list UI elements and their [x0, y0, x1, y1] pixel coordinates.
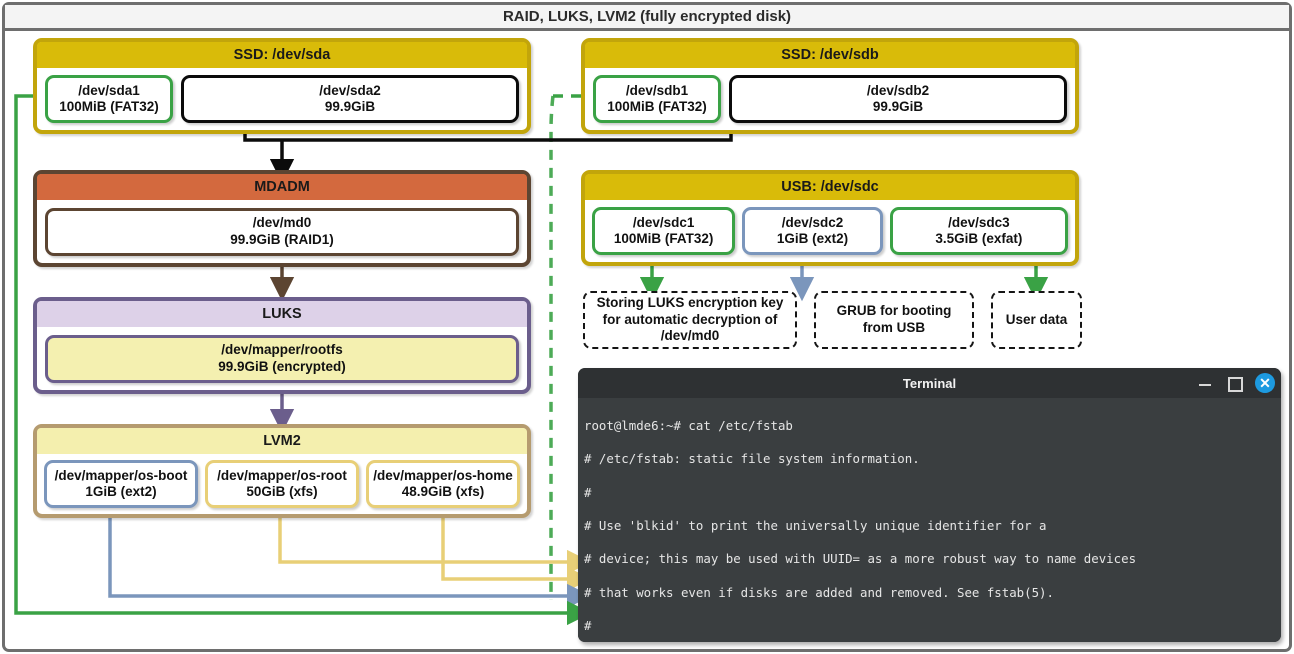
partition-sda1-name: /dev/sda1: [78, 82, 140, 98]
volume-os-home-detail: 48.9GiB (xfs): [401, 484, 485, 499]
terminal-line: #: [584, 618, 592, 634]
partition-sda1[interactable]: /dev/sda1 100MiB (FAT32): [45, 75, 173, 123]
volume-os-boot-name: /dev/mapper/os-boot: [54, 467, 188, 483]
volume-rootfs[interactable]: /dev/mapper/rootfs 99.9GiB (encrypted): [45, 334, 519, 383]
partition-sdc1-detail: 100MiB (FAT32): [613, 231, 714, 246]
terminal-line: #: [584, 484, 592, 500]
disk-title-sdc: USB: /dev/sdc: [585, 174, 1075, 200]
terminal-line: # /etc/fstab: static file system informa…: [584, 451, 920, 467]
minimize-icon[interactable]: [1197, 375, 1213, 391]
volume-md0-detail: 99.9GiB (RAID1): [230, 231, 334, 247]
lvm-panel: LVM2 /dev/mapper/os-boot 1GiB (ext2) /de…: [33, 424, 531, 518]
terminal-line: root@lmde6:~# cat /etc/fstab: [584, 417, 793, 433]
terminal-output[interactable]: root@lmde6:~# cat /etc/fstab # /etc/fsta…: [578, 398, 1281, 642]
note-luks-key: Storing LUKS encryption key for automati…: [583, 291, 797, 349]
partition-sdc3-detail: 3.5GiB (exfat): [935, 231, 1023, 246]
partition-sdb1-detail: 100MiB (FAT32): [607, 99, 707, 114]
partition-sdc1-name: /dev/sdc1: [632, 214, 695, 230]
luks-title: LUKS: [37, 301, 527, 327]
terminal-title: Terminal: [902, 375, 957, 391]
partition-sdc2[interactable]: /dev/sdc2 1GiB (ext2): [742, 207, 883, 255]
lvm-body: /dev/mapper/os-boot 1GiB (ext2) /dev/map…: [37, 454, 527, 514]
volume-rootfs-name: /dev/mapper/rootfs: [221, 342, 343, 358]
note-grub-text: GRUB for booting from USB: [836, 303, 952, 335]
partition-sda1-detail: 100MiB (FAT32): [59, 99, 159, 114]
page-title-text: RAID, LUKS, LVM2 (fully encrypted disk): [502, 8, 792, 25]
volume-rootfs-detail: 99.9GiB (encrypted): [218, 358, 346, 374]
partition-sdc2-detail: 1GiB (ext2): [776, 231, 849, 246]
partition-sda2-detail: 99.9GiB: [324, 99, 376, 114]
partition-sdb1[interactable]: /dev/sdb1 100MiB (FAT32): [593, 75, 721, 123]
partition-sdb2-name: /dev/sdb2: [866, 82, 930, 98]
partition-sda2[interactable]: /dev/sda2 99.9GiB: [181, 75, 519, 123]
note-user-data: User data: [991, 291, 1082, 349]
volume-os-root-name: /dev/mapper/os-root: [217, 467, 347, 483]
terminal-line: # device; this may be used with UUID= as…: [584, 551, 1137, 567]
disk-body-sdb: /dev/sdb1 100MiB (FAT32) /dev/sdb2 99.9G…: [585, 68, 1075, 130]
terminal-window-controls: ✕: [1197, 368, 1275, 398]
lvm-title: LVM2: [37, 428, 527, 454]
volume-os-root-detail: 50GiB (xfs): [246, 484, 318, 499]
luks-body: /dev/mapper/rootfs 99.9GiB (encrypted): [37, 327, 527, 390]
mdadm-panel: MDADM /dev/md0 99.9GiB (RAID1): [33, 170, 531, 267]
disk-body-sdc: /dev/sdc1 100MiB (FAT32) /dev/sdc2 1GiB …: [585, 200, 1075, 262]
terminal-line: # Use 'blkid' to print the universally u…: [584, 517, 1047, 533]
partition-sdc2-name: /dev/sdc2: [781, 214, 844, 230]
partition-sdb1-name: /dev/sdb1: [625, 82, 689, 98]
volume-md0-name: /dev/md0: [252, 215, 312, 231]
volume-os-boot[interactable]: /dev/mapper/os-boot 1GiB (ext2): [44, 460, 198, 508]
volume-os-root[interactable]: /dev/mapper/os-root 50GiB (xfs): [205, 460, 359, 508]
mdadm-body: /dev/md0 99.9GiB (RAID1): [37, 200, 527, 263]
luks-panel: LUKS /dev/mapper/rootfs 99.9GiB (encrypt…: [33, 297, 531, 394]
maximize-icon[interactable]: [1226, 375, 1243, 392]
volume-md0[interactable]: /dev/md0 99.9GiB (RAID1): [45, 207, 519, 256]
disk-panel-sdb: SSD: /dev/sdb /dev/sdb1 100MiB (FAT32) /…: [581, 38, 1079, 134]
note-user-data-text: User data: [1005, 311, 1068, 327]
disk-panel-sda: SSD: /dev/sda /dev/sda1 100MiB (FAT32) /…: [33, 38, 531, 134]
partition-sdc3-name: /dev/sdc3: [948, 214, 1010, 230]
mdadm-title: MDADM: [37, 174, 527, 200]
volume-os-home-name: /dev/mapper/os-home: [373, 467, 513, 483]
disk-title-sda: SSD: /dev/sda: [37, 42, 527, 68]
partition-sdb2[interactable]: /dev/sdb2 99.9GiB: [729, 75, 1067, 123]
volume-os-home[interactable]: /dev/mapper/os-home 48.9GiB (xfs): [366, 460, 520, 508]
partition-sdb2-detail: 99.9GiB: [872, 99, 924, 114]
disk-title-sdb: SSD: /dev/sdb: [585, 42, 1075, 68]
disk-panel-sdc: USB: /dev/sdc /dev/sdc1 100MiB (FAT32) /…: [581, 170, 1079, 266]
volume-os-boot-detail: 1GiB (ext2): [85, 484, 157, 499]
partition-sdc3[interactable]: /dev/sdc3 3.5GiB (exfat): [889, 207, 1068, 255]
note-luks-key-text: Storing LUKS encryption key for automati…: [596, 294, 784, 344]
terminal-window[interactable]: Terminal ✕ root@lmde6:~# cat /etc/fstab …: [578, 368, 1281, 642]
close-icon[interactable]: ✕: [1255, 373, 1275, 393]
terminal-titlebar[interactable]: Terminal ✕: [578, 368, 1281, 398]
terminal-line: # that works even if disks are added and…: [584, 584, 1054, 600]
page-title: RAID, LUKS, LVM2 (fully encrypted disk): [5, 5, 1289, 31]
partition-sda2-name: /dev/sda2: [319, 82, 381, 98]
note-grub: GRUB for booting from USB: [814, 291, 974, 349]
partition-sdc1[interactable]: /dev/sdc1 100MiB (FAT32): [592, 207, 736, 255]
disk-body-sda: /dev/sda1 100MiB (FAT32) /dev/sda2 99.9G…: [37, 68, 527, 130]
